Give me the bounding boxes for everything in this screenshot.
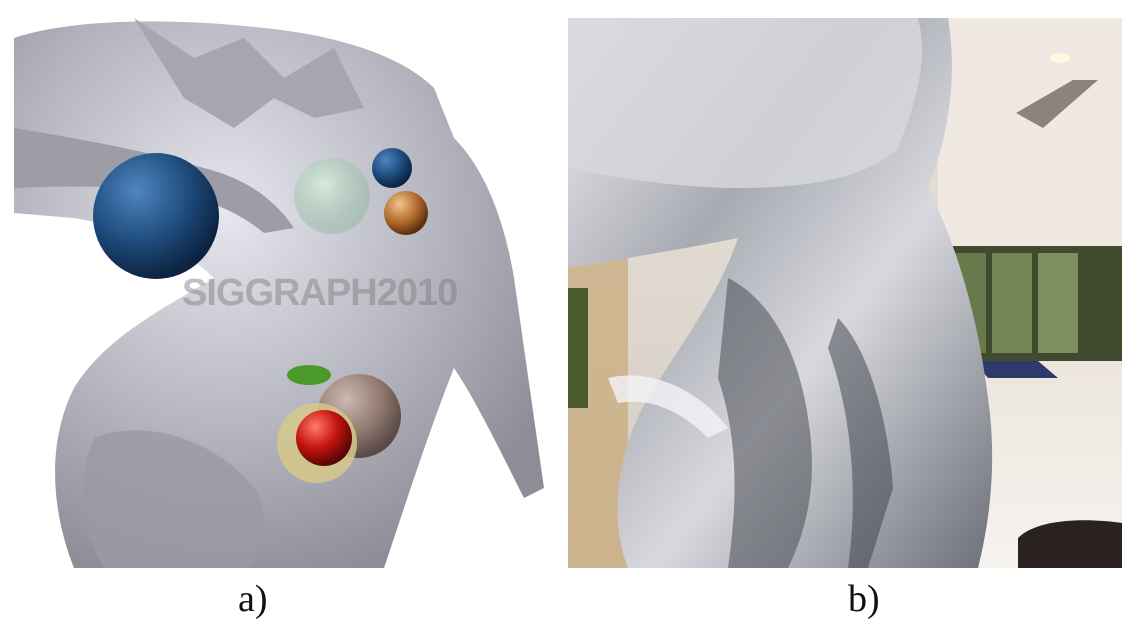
ceiling [938, 18, 1122, 248]
ceiling-light [1050, 53, 1070, 63]
dragon-upper-coil [568, 18, 922, 188]
blue-sphere-small [372, 148, 412, 188]
red-sphere [296, 410, 352, 466]
chair [1018, 520, 1122, 568]
floor-rug [973, 361, 1058, 378]
dragon-mane [134, 18, 364, 128]
caption-b: b) [848, 578, 880, 620]
caption-a: a) [238, 578, 268, 620]
dragon-photo-b [568, 18, 1122, 568]
dragon-render-a [14, 18, 544, 568]
dragon-claw [83, 430, 265, 568]
picture-frame [568, 288, 588, 408]
glass-sphere [294, 158, 370, 234]
green-leaf [287, 365, 331, 385]
orange-sphere [384, 191, 428, 235]
watermark-text: SIGGRAPH2010 [182, 272, 458, 314]
dragon-reflection [718, 278, 812, 568]
blue-sphere-large [93, 153, 219, 279]
ceiling-vent [1016, 80, 1098, 128]
panel-b-image [568, 18, 1122, 568]
panel-a-image: SIGGRAPH2010 [14, 18, 546, 568]
